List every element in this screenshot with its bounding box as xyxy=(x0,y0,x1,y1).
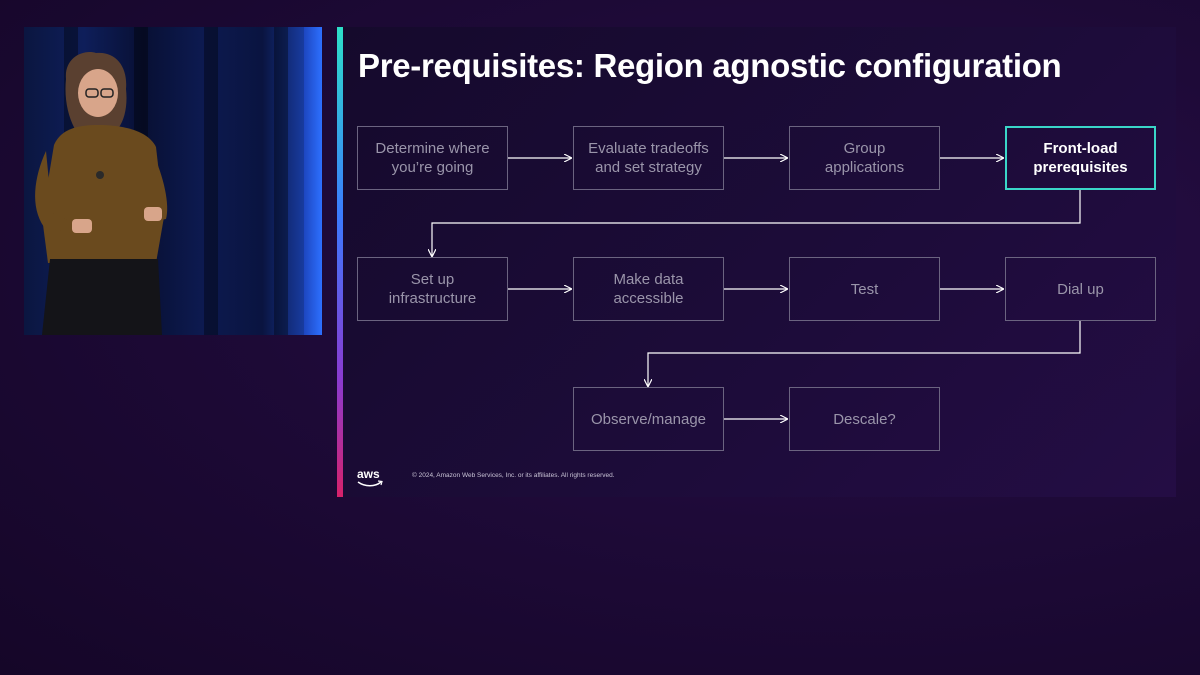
flow-connector xyxy=(432,190,1081,256)
step-descale: Descale? xyxy=(789,387,940,451)
copyright-notice: © 2024, Amazon Web Services, Inc. or its… xyxy=(412,472,615,479)
step-test: Test xyxy=(789,257,940,321)
slide-title: Pre-requisites: Region agnostic configur… xyxy=(358,47,1062,84)
step-determine-destination: Determine where you’re going xyxy=(357,126,508,190)
step-group-applications: Group applications xyxy=(789,126,940,190)
speaker-figure xyxy=(35,52,168,335)
step-observe-manage: Observe/manage xyxy=(573,387,724,451)
step-front-load-prerequisites: Front-load prerequisites xyxy=(1005,126,1156,190)
aws-logo: aws xyxy=(357,467,380,481)
curtain-fold xyxy=(274,27,288,335)
flow-arrows xyxy=(337,27,1081,497)
speaker-video xyxy=(24,27,322,335)
accent-bar xyxy=(337,27,343,497)
step-evaluate-tradeoffs: Evaluate tradeoffs and set strategy xyxy=(573,126,724,190)
stage-light xyxy=(304,27,322,335)
presentation-slide: Pre-requisites: Region agnostic configur… xyxy=(337,27,1176,497)
flow-connector xyxy=(648,321,1081,386)
step-dial-up: Dial up xyxy=(1005,257,1156,321)
curtain-fold xyxy=(204,27,218,335)
step-make-data-accessible: Make data accessible xyxy=(573,257,724,321)
aws-smile-icon xyxy=(357,480,383,487)
step-set-up-infrastructure: Set up infrastructure xyxy=(357,257,508,321)
